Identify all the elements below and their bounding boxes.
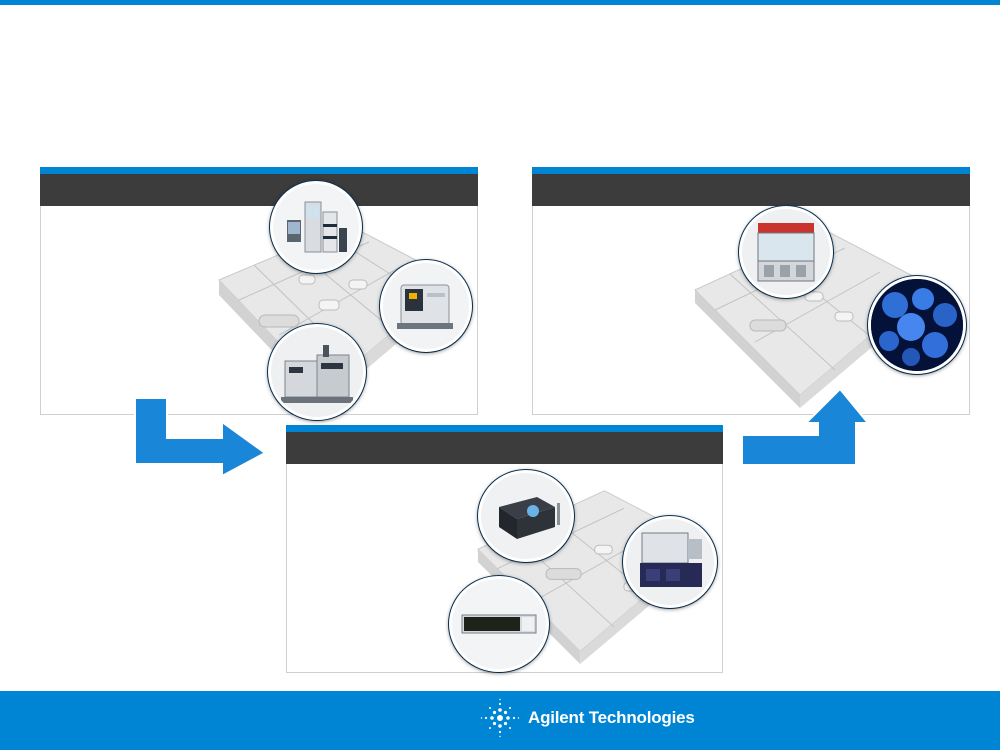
- panel-accent-bar: [286, 425, 723, 432]
- panel-header: [286, 432, 723, 464]
- ms-detector-photo: [380, 260, 472, 352]
- microarray-slide-photo: [449, 576, 549, 672]
- cell-imaging-photo: [868, 276, 966, 374]
- brand-name: Agilent Technologies: [528, 708, 695, 727]
- gc-ms-instrument-photo: [268, 324, 366, 420]
- liquid-handler-photo: [623, 516, 717, 608]
- hplc-system-photo: [270, 181, 362, 273]
- panel-top-right: [532, 167, 970, 415]
- reagent-kit-photo: [478, 470, 574, 562]
- agilent-spark-icon: [480, 698, 520, 738]
- panel-top-left: [40, 167, 478, 420]
- automated-workstation-photo: [739, 206, 833, 298]
- panel-header: [532, 174, 970, 206]
- panel-bottom-center: [286, 425, 723, 673]
- elbow-arrow-up-icon: [741, 387, 870, 466]
- panel-header: [40, 174, 478, 206]
- top-accent-rule: [0, 0, 1000, 5]
- panel-accent-bar: [40, 167, 478, 174]
- footer-bar: Agilent Technologies: [0, 691, 1000, 750]
- panel-accent-bar: [532, 167, 970, 174]
- elbow-arrow-right-icon: [134, 397, 267, 476]
